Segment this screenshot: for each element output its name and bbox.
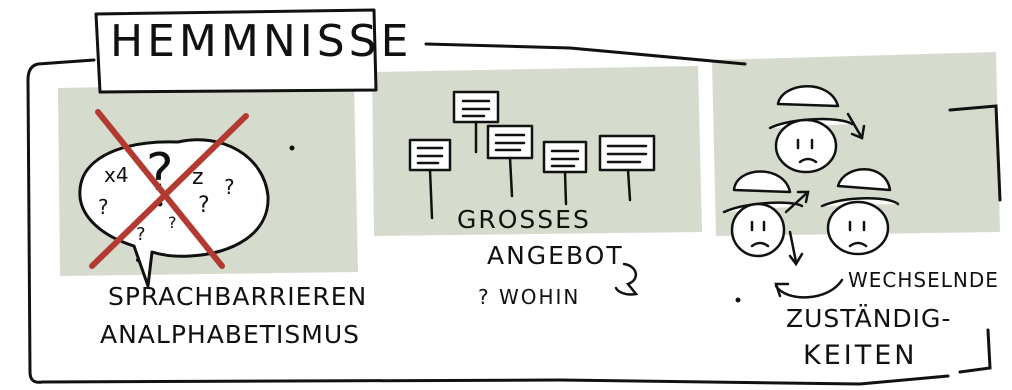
frame-top-line [426, 44, 745, 64]
bubble-mark-4: ? [98, 195, 109, 219]
panel3-line2: ZUSTÄNDIG- [786, 306, 951, 331]
panel3-line1: WECHSELNDE [848, 270, 999, 290]
bubble-mark-7: ? [168, 213, 177, 232]
frame-bottom-bracket [960, 330, 990, 372]
panel2-line2: ANGEBOT [487, 243, 624, 268]
panel3-line3: KEITEN [803, 342, 917, 369]
bubble-mark-0: x4 [104, 163, 129, 187]
panel2-line1: GROSSES [457, 207, 591, 232]
panel1-line1: SPRACHBARRIEREN [108, 284, 367, 309]
panel2-line3: ? WOHIN [478, 287, 580, 307]
bubble-mark-5: ? [198, 193, 210, 218]
ink-dot [736, 298, 741, 303]
bubble-mark-3: ? [224, 175, 235, 199]
ink-dot [290, 146, 295, 151]
page-title: HEMMNISSE [110, 20, 412, 64]
bubble-mark-6: ? [136, 224, 146, 245]
panel1-line2: ANALPHABETISMUS [100, 322, 360, 347]
